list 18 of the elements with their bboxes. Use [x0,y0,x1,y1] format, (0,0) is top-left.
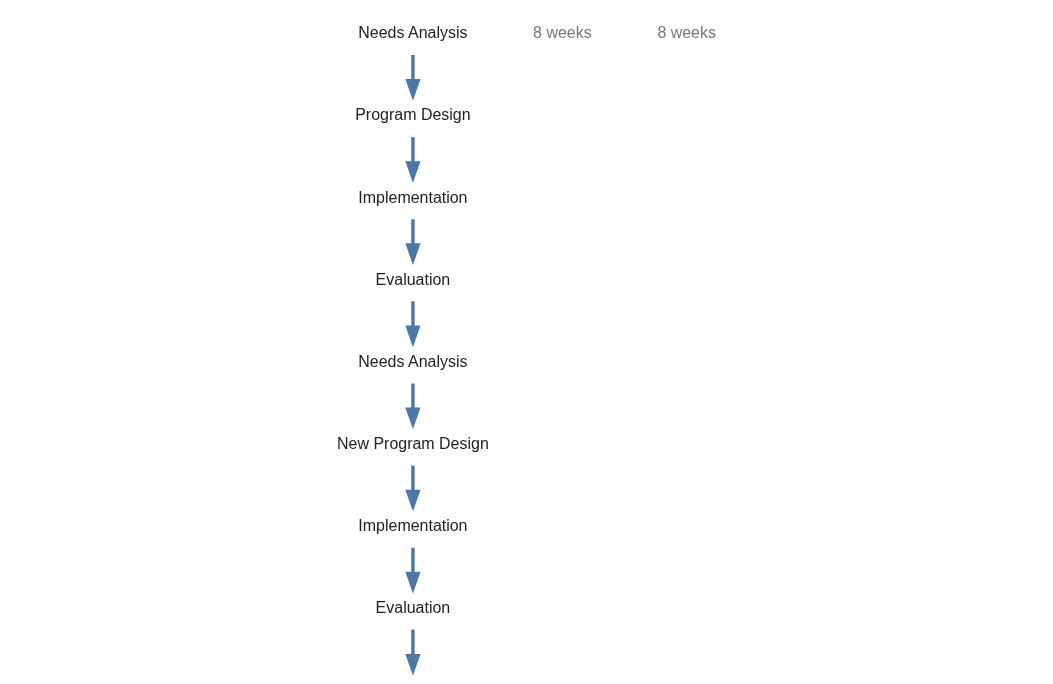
arrow [404,547,421,594]
node-text: Needs Analysis [357,23,468,41]
arrow [404,465,421,511]
node-text: Program Design [354,105,471,123]
node-text: Implementation [357,516,468,534]
arrow [404,300,421,347]
node-text: Evaluation [375,270,450,288]
arrow [404,383,421,429]
label: 8 weeks [656,23,716,41]
node-text: Evaluation [375,598,450,616]
arrow [404,54,421,101]
arrow [404,218,421,265]
node-text: New Program Design [336,434,489,452]
label: 8 weeks [532,23,592,41]
arrow [404,629,421,676]
arrow [404,136,421,183]
node-text: Needs Analysis [357,352,468,370]
node-text: Implementation [357,188,468,206]
